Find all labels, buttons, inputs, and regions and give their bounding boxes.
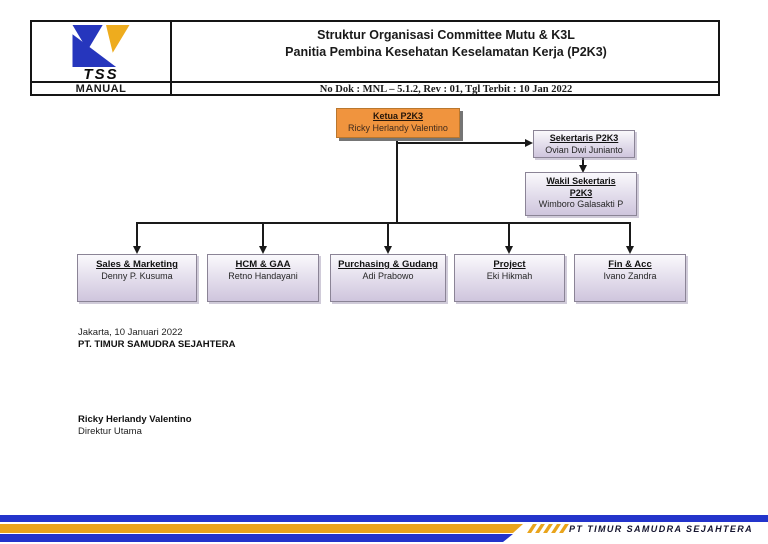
- arrowhead-sekertaris: [525, 139, 533, 147]
- footer-blue-stripe-top: [0, 515, 768, 522]
- sekertaris-name: Ovian Dwi Junianto: [545, 144, 623, 155]
- wakil-name: Wimboro Galasakti P: [538, 199, 624, 209]
- document-number-line: No Dok : MNL – 5.1.2, Rev : 01, Tgl Terb…: [319, 84, 573, 95]
- dept-title: HCM & GAA: [235, 259, 291, 270]
- ketua-name: Ricky Herlandy Valentino: [348, 122, 448, 133]
- footer-blue-stripe-bottom: [0, 534, 513, 542]
- org-box-ketua: Ketua P2K3 Ricky Herlandy Valentino: [336, 108, 460, 138]
- arrowhead-fin: [626, 246, 634, 254]
- arrowhead-hcm: [259, 246, 267, 254]
- connector-drop-project: [508, 224, 510, 246]
- logo-blue-bottom-triangle: [72, 34, 117, 67]
- connector-drop-sales: [136, 224, 138, 246]
- arrowhead-project: [505, 246, 513, 254]
- dept-title: Sales & Marketing: [96, 259, 178, 270]
- org-box-purchasing-gudang: Purchasing & Gudang Adi Prabowo: [330, 254, 446, 302]
- arrowhead-wakil: [579, 165, 587, 173]
- header-logo-cell: TSS: [32, 22, 170, 83]
- arrowhead-purchasing: [384, 246, 392, 254]
- dept-title: Project: [493, 259, 526, 270]
- connector-drop-purchasing: [387, 224, 389, 246]
- title-line-1: Struktur Organisasi Committee Mutu & K3L: [317, 28, 575, 42]
- footer-yellow-stripe: [0, 524, 523, 533]
- logo-yellow-triangle: [106, 25, 130, 53]
- title-line-2: Panitia Pembina Kesehatan Keselamatan Ke…: [285, 44, 607, 59]
- connector-drop-hcm: [262, 224, 264, 246]
- signature-role: Direktur Utama: [78, 426, 142, 437]
- connector-sekertaris-wakil: [582, 158, 584, 166]
- connector-distribution-horizontal: [136, 222, 631, 224]
- company-logo-icon: [72, 25, 130, 67]
- org-box-wakil-sekertaris: Wakil Sekertaris P2K3 Wimboro Galasakti …: [525, 172, 637, 216]
- signature-name: Ricky Herlandy Valentino: [78, 414, 192, 425]
- dept-title: Purchasing & Gudang: [338, 259, 438, 270]
- dept-name: Denny P. Kusuma: [101, 270, 173, 281]
- header-vertical-divider: [170, 22, 172, 94]
- wakil-title-line-2: P2K3: [569, 187, 593, 198]
- dept-name: Retno Handayani: [228, 270, 298, 281]
- arrowhead-sales: [133, 246, 141, 254]
- footer-company-name: PT TIMUR SAMUDRA SEJAHTERA: [569, 524, 754, 534]
- footer-slash-icon: [559, 524, 569, 533]
- dept-title: Fin & Acc: [608, 259, 652, 270]
- ketua-title: Ketua P2K3: [372, 111, 424, 121]
- connector-drop-fin: [629, 224, 631, 246]
- sekertaris-title: Sekertaris P2K3: [549, 133, 619, 143]
- connector-ketua-vertical: [396, 137, 398, 224]
- org-box-project: Project Eki Hikmah: [454, 254, 565, 302]
- dept-name: Ivano Zandra: [603, 270, 657, 281]
- org-box-hcm-gaa: HCM & GAA Retno Handayani: [207, 254, 319, 302]
- header-manual-label: MANUAL: [75, 83, 127, 95]
- org-box-fin-acc: Fin & Acc Ivano Zandra: [574, 254, 686, 302]
- dept-name: Eki Hikmah: [486, 270, 533, 281]
- signature-place-date: Jakarta, 10 Januari 2022: [78, 327, 183, 338]
- org-box-sekertaris: Sekertaris P2K3 Ovian Dwi Junianto: [533, 130, 635, 158]
- document-title: Struktur Organisasi Committee Mutu & K3L…: [172, 22, 720, 81]
- header-table: TSS MANUAL Struktur Organisasi Committee…: [30, 20, 720, 96]
- header-horizontal-divider: [32, 81, 718, 83]
- logo-blue-top-triangle: [72, 25, 103, 51]
- logo-text: TSS: [83, 66, 119, 83]
- wakil-title-line-1: Wakil Sekertaris: [546, 176, 616, 186]
- dept-name: Adi Prabowo: [362, 270, 414, 281]
- connector-to-sekertaris: [396, 142, 526, 144]
- org-box-sales-marketing: Sales & Marketing Denny P. Kusuma: [77, 254, 197, 302]
- signature-company: PT. TIMUR SAMUDRA SEJAHTERA: [78, 339, 236, 350]
